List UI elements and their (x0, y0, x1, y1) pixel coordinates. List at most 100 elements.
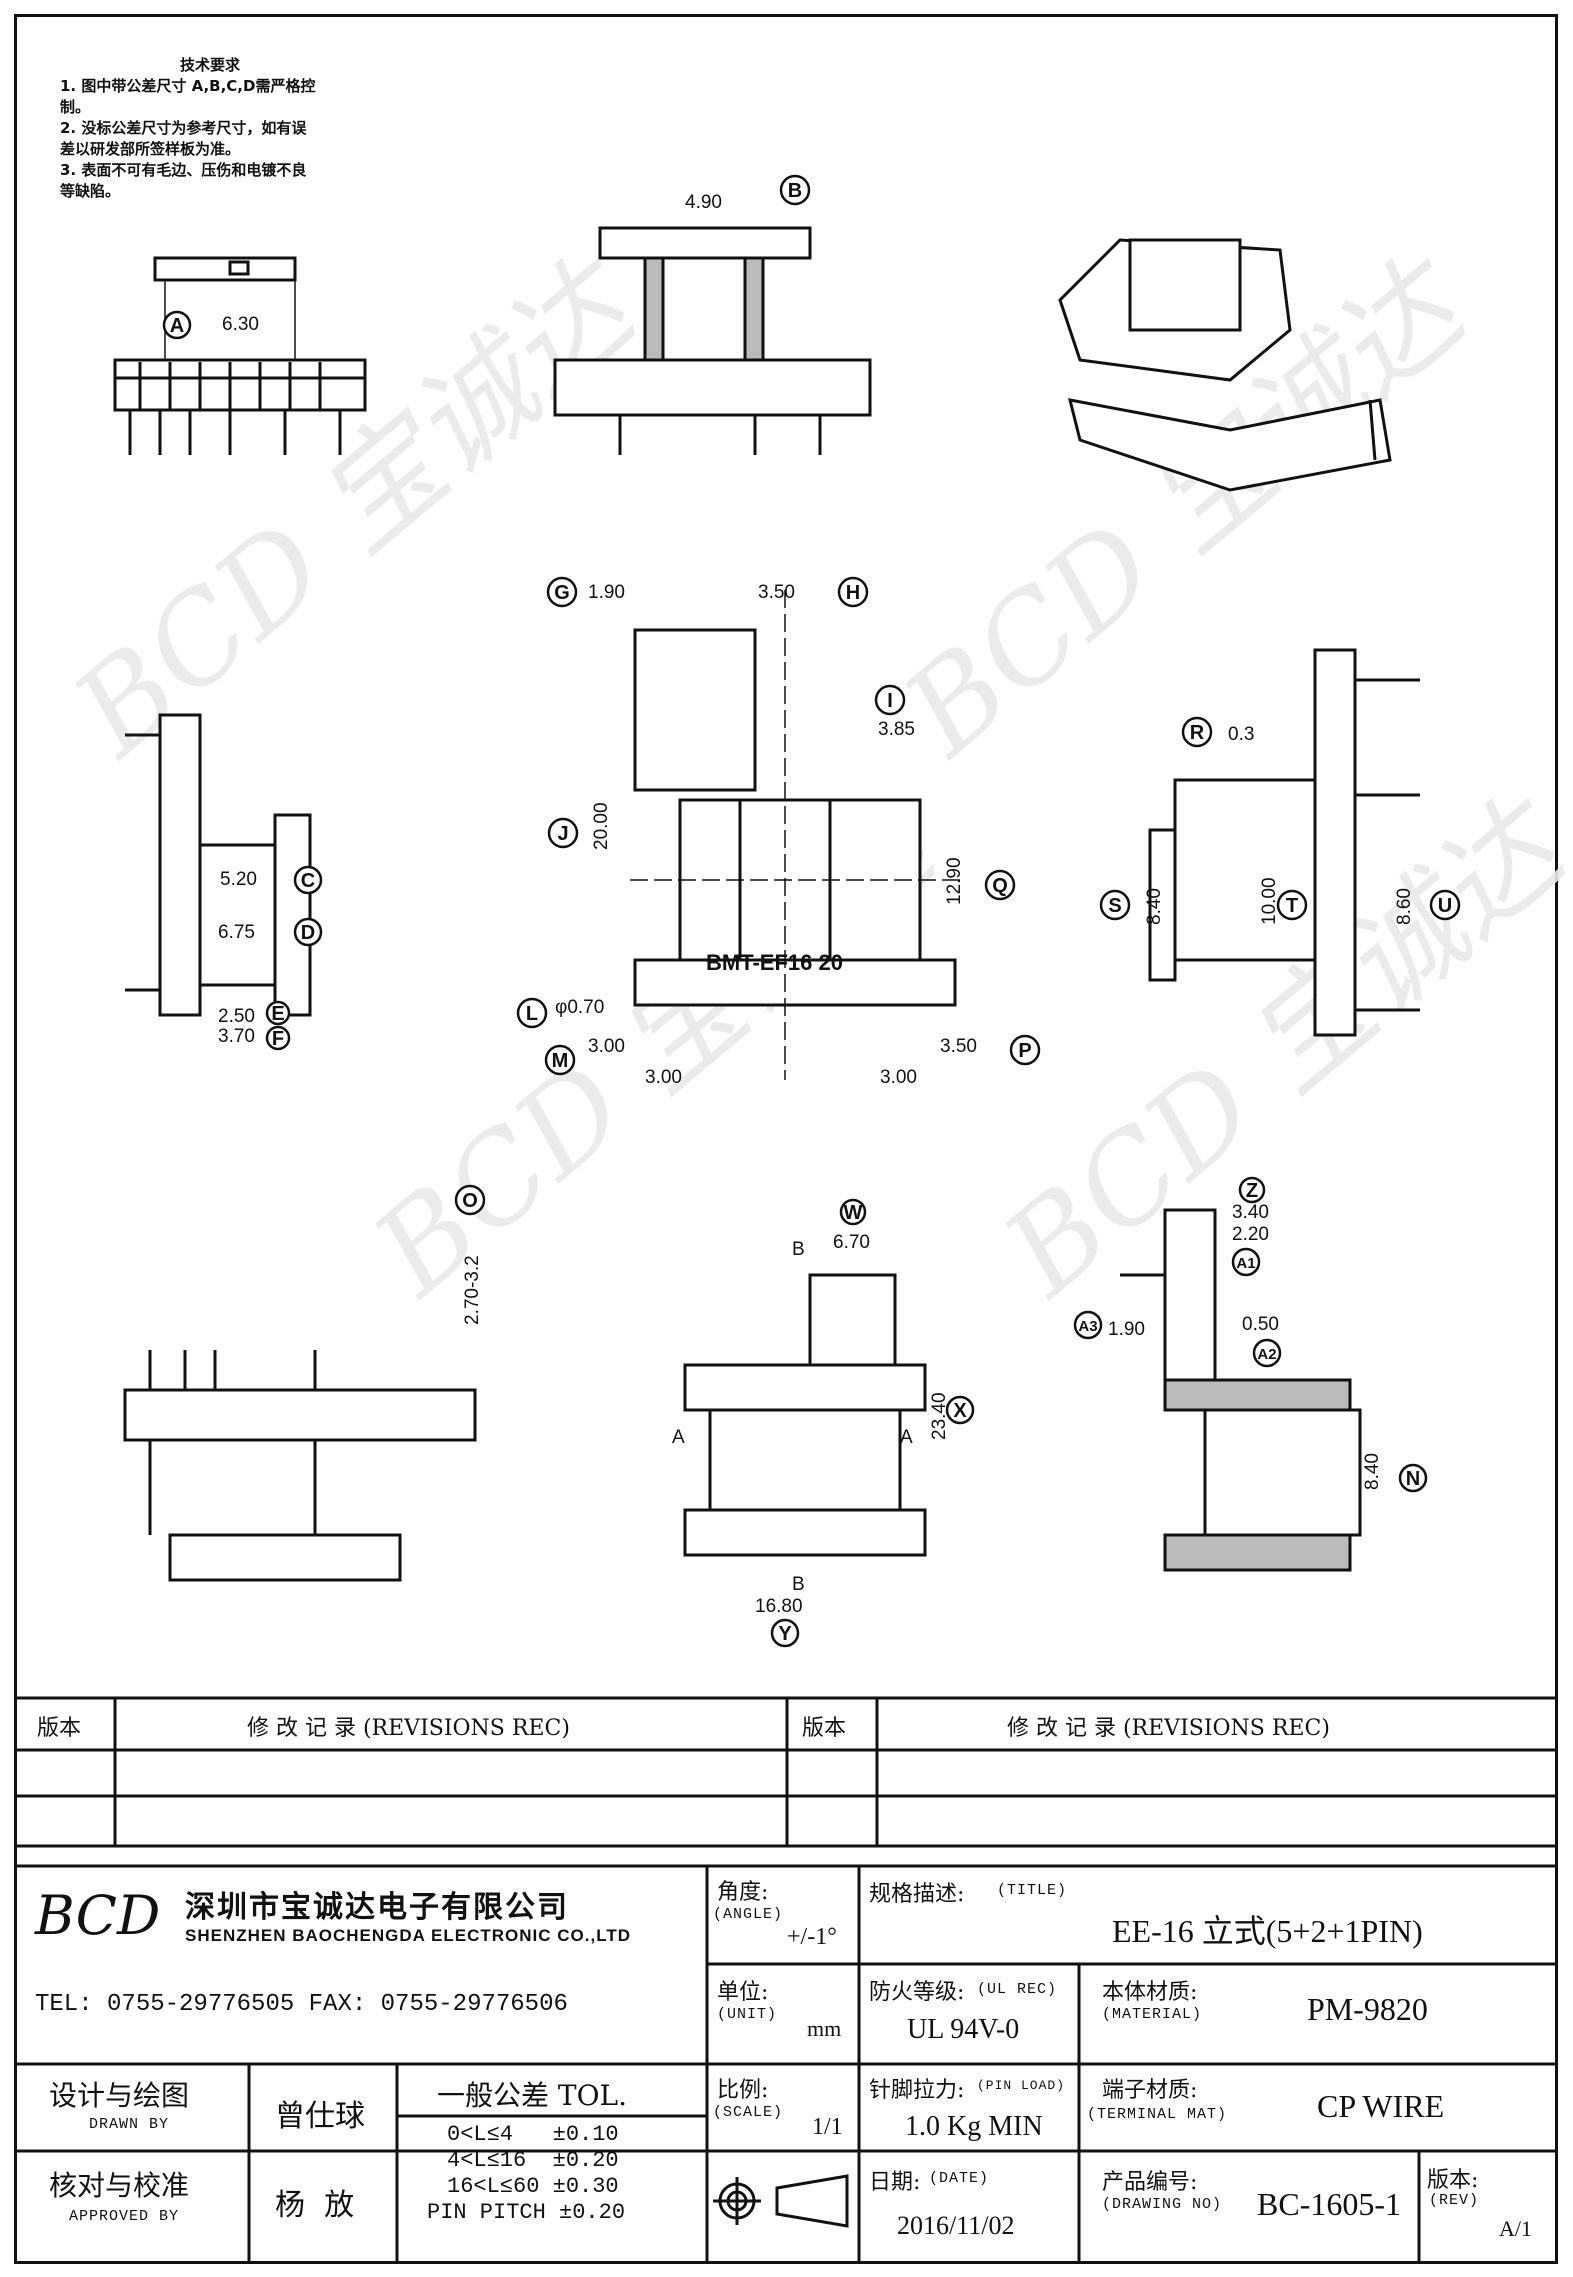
note-line: 1. 图中带公差尺寸 A,B,C,D需严格控 (60, 77, 316, 95)
approver-label: 核对与校准 (49, 2169, 190, 2202)
material-en: (MATERIAL) (1102, 2006, 1203, 2023)
designer-label: 设计与绘图 (49, 2079, 190, 2112)
section-b-top: B (792, 1239, 805, 1260)
dim-a3: 1.90 (1108, 1319, 1145, 1340)
note-line: 3. 表面不可有毛边、压伤和电镀不良 (60, 161, 307, 179)
title-en: (TITLE) (997, 1882, 1068, 1899)
front-view (630, 590, 960, 1080)
dim-p2: 3.00 (880, 1067, 917, 1088)
ul-en: (UL REC) (977, 1981, 1058, 1998)
tolerance-row: 4<L≤16 ±0.20 (447, 2148, 619, 2173)
dim-k: 12.90 (944, 857, 965, 905)
unit-label: 单位: (717, 1980, 769, 2005)
dim-r: 0.3 (1228, 724, 1254, 745)
callout-b: B (779, 174, 811, 206)
svg-text:A1: A1 (1236, 1255, 1255, 1272)
callout-z: Z (1238, 1176, 1266, 1204)
drawing-no-en: (DRAWING NO) (1102, 2196, 1223, 2213)
rev-en: (REV) (1429, 2192, 1480, 2209)
unit-en: (UNIT) (717, 2006, 778, 2023)
callout-p: P (1009, 1034, 1041, 1066)
svg-text:G: G (554, 582, 570, 604)
rev-record-header-2: 修 改 记 录 (REVISIONS REC) (1007, 1716, 1330, 1741)
dimension-labels: 6.30 4.90 1.90 3.50 3.85 20.00 12.90 φ0.… (218, 192, 1415, 1617)
note-line: 差以研发部所签样板为准。 (60, 140, 241, 158)
dim-f: 3.70 (218, 1026, 255, 1047)
tolerance-row: 16<L≤60 ±0.30 (447, 2174, 619, 2199)
dim-m2: 3.00 (645, 1067, 682, 1088)
rev-value: A/1 (1499, 2216, 1532, 2241)
svg-text:Y: Y (778, 1623, 792, 1645)
svg-text:I: I (887, 690, 893, 712)
title-label: 规格描述: (869, 1882, 965, 1907)
terminal-value: CP WIRE (1317, 2088, 1445, 2124)
dim-a1: 2.20 (1232, 1224, 1269, 1245)
angle-label: 角度: (717, 1880, 769, 1905)
dim-h: 3.50 (758, 582, 795, 603)
svg-text:N: N (1406, 1468, 1420, 1490)
pin-load-value: 1.0 Kg MIN (905, 2111, 1043, 2142)
svg-text:Z: Z (1246, 1180, 1258, 1202)
company-contact: TEL: 0755-29776505 FAX: 0755-29776506 (35, 1991, 568, 2018)
dim-p: 3.50 (940, 1036, 977, 1057)
notes-title: 技术要求 (180, 56, 241, 74)
title-value: EE-16 立式(5+2+1PIN) (1112, 1913, 1423, 1949)
svg-text:A2: A2 (1257, 1346, 1276, 1363)
callout-y: Y (770, 1618, 800, 1648)
dim-n: 8.40 (1362, 1453, 1383, 1490)
pin-load-en: (PIN LOAD) (977, 2078, 1066, 2093)
drawing-no-label: 产品编号: (1102, 2170, 1198, 2195)
dim-m: 3.00 (588, 1036, 625, 1057)
model-label: BMT-EF16 20 (706, 950, 843, 975)
callouts: A B C D E F G H I J Q L M P R S T U O W … (162, 174, 1461, 1648)
svg-text:S: S (1108, 895, 1121, 917)
callout-w: W (839, 1198, 867, 1226)
title-block: 版本 修 改 记 录 (REVISIONS REC) 版本 修 改 记 录 (R… (17, 1696, 1555, 2261)
svg-text:U: U (1438, 895, 1452, 917)
dim-w: 6.70 (833, 1232, 870, 1253)
date-en: (DATE) (929, 2170, 990, 2187)
angle-value: +/-1° (787, 1924, 837, 1950)
callout-a: A (162, 310, 192, 340)
dim-e: 2.50 (218, 1006, 255, 1027)
svg-text:R: R (1190, 722, 1205, 744)
dim-u: 8.60 (1394, 888, 1415, 925)
svg-text:H: H (846, 582, 860, 604)
note-line: 制。 (60, 98, 91, 116)
projection-symbol (713, 2174, 849, 2228)
callout-o: O (454, 1184, 486, 1216)
dim-y: 16.80 (755, 1596, 803, 1617)
designer-en: DRAWN BY (89, 2116, 170, 2133)
section-view-a (1120, 1208, 1362, 1572)
scale-en: (SCALE) (713, 2104, 784, 2121)
drawing-no-value: BC-1605-1 (1257, 2186, 1401, 2222)
company-logo: BCD (35, 1884, 161, 1947)
callout-h: H (837, 576, 869, 608)
rev-version-header: 版本 (37, 1716, 82, 1741)
company-name-en: SHENZHEN BAOCHENGDA ELECTRONIC CO.,LTD (185, 1926, 631, 1945)
section-b-bottom: B (792, 1574, 805, 1595)
dim-b: 4.90 (685, 192, 722, 213)
callout-e: E (265, 1000, 291, 1026)
svg-text:C: C (301, 870, 315, 892)
dim-j: 20.00 (591, 802, 612, 850)
tolerance-title: 一般公差 TOL. (437, 2079, 628, 2112)
callout-a2: A2 (1252, 1338, 1282, 1368)
tolerance-row: PIN PITCH ±0.20 (427, 2200, 626, 2225)
dim-d: 6.75 (218, 922, 255, 943)
callout-i: I (874, 684, 906, 716)
engineering-drawing: BCD 宝诚达 BCD 宝诚达 BCD 宝诚达 BCD 宝诚达 (48, 174, 1573, 1648)
dim-g: 1.90 (588, 582, 625, 603)
svg-text:J: J (557, 823, 568, 845)
dim-o: 2.70-3.2 (462, 1255, 483, 1325)
terminal-en: (TERMINAL MAT) (1087, 2106, 1228, 2123)
svg-text:O: O (462, 1190, 478, 1212)
note-line: 2. 没标公差尺寸为参考尺寸，如有误 (60, 119, 307, 137)
svg-text:E: E (271, 1003, 284, 1025)
svg-text:W: W (844, 1202, 863, 1224)
callout-n: N (1398, 1463, 1428, 1493)
title-block-grid (17, 1696, 1555, 2261)
angle-en: (ANGLE) (713, 1906, 784, 1923)
designer-value: 曾仕球 (275, 2099, 365, 2134)
bottom-view-left (123, 1350, 477, 1582)
